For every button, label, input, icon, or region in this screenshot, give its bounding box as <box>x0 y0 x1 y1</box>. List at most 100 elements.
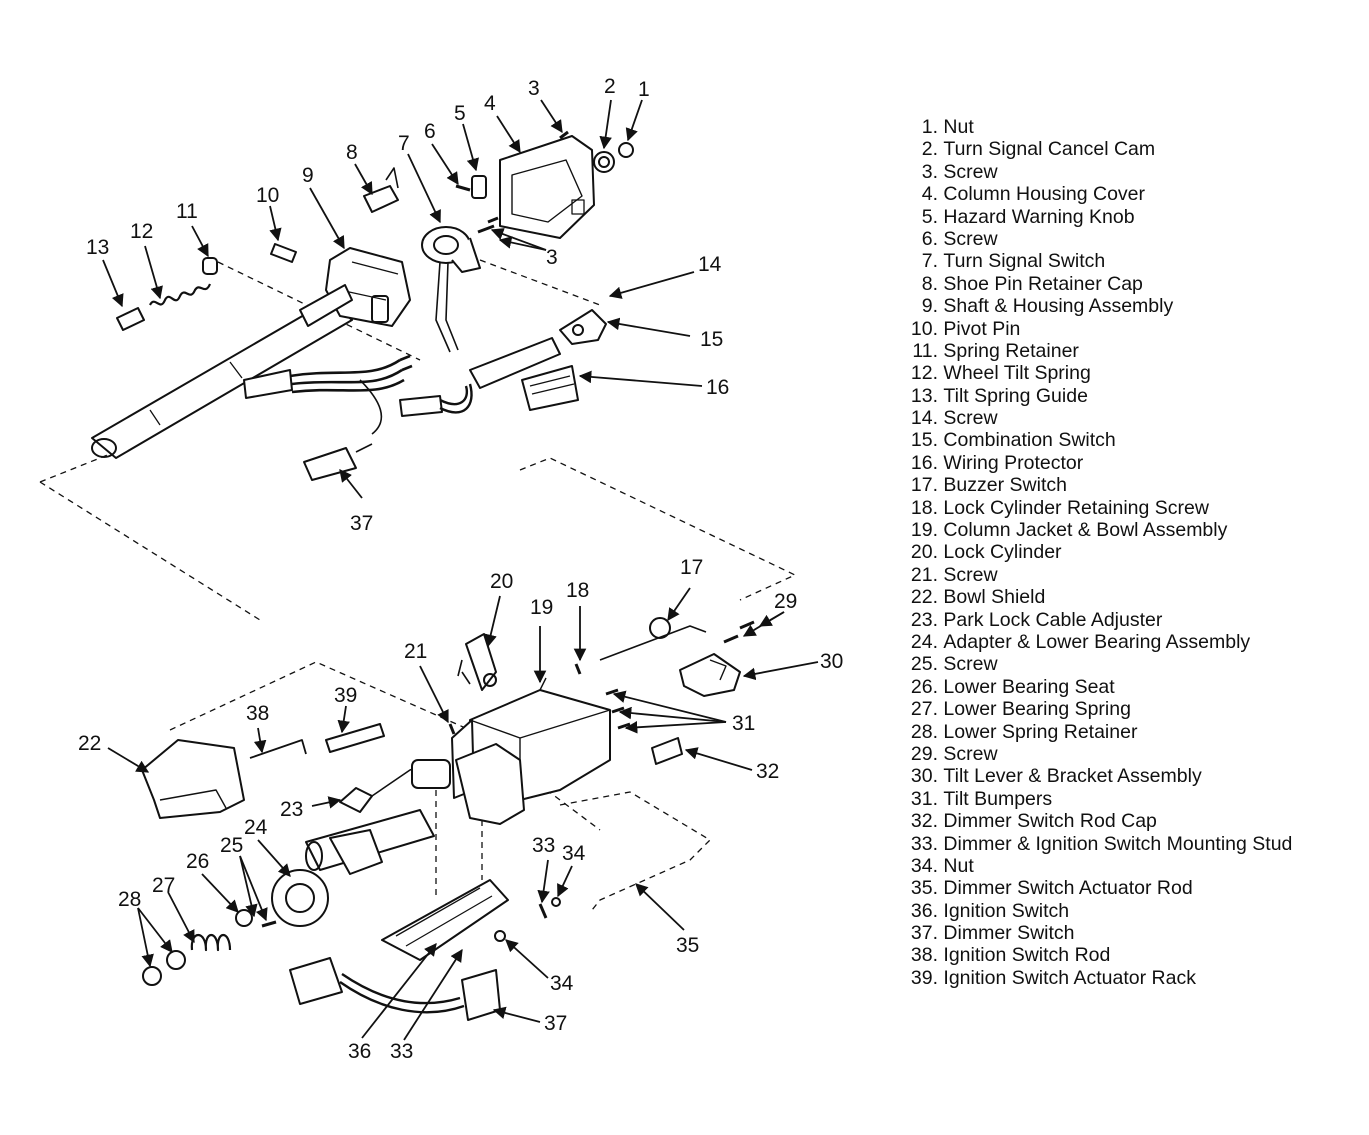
legend-item-name: Screw <box>943 563 998 586</box>
leader-lines <box>102 99 819 1041</box>
legend-item-name: Nut <box>943 116 974 138</box>
legend-item: 9. Shaft & Housing Assembly <box>902 295 1362 317</box>
legend-item-number: 13. <box>910 384 938 407</box>
legend-item-name: Adapter & Lower Bearing Assembly <box>943 630 1251 653</box>
legend-item-number: 11. <box>912 339 938 362</box>
legend-item: 13. Tilt Spring Guide <box>902 385 1362 407</box>
legend-item-number: 9. <box>921 295 938 318</box>
legend-item: 8. Shoe Pin Retainer Cap <box>902 273 1362 295</box>
callout-25: 25 <box>220 834 243 857</box>
callout-37-lower: 37 <box>544 1012 567 1035</box>
callout-27: 27 <box>152 874 175 897</box>
legend-item: 33. Dimmer & Ignition Switch Mounting St… <box>902 833 1362 855</box>
legend-item: 36. Ignition Switch <box>902 900 1362 922</box>
legend-item-number: 20. <box>910 541 938 564</box>
legend-item: 3. Screw <box>902 161 1362 183</box>
legend-item-number: 4. <box>921 183 938 206</box>
callout-19: 19 <box>530 596 553 619</box>
legend-item: 4. Column Housing Cover <box>902 183 1362 205</box>
legend-item-number: 7. <box>921 250 938 273</box>
callout-31: 31 <box>732 712 755 735</box>
legend-item-number: 3. <box>921 160 938 183</box>
legend-item-name: Screw <box>943 742 998 765</box>
legend-item-number: 17. <box>910 474 938 497</box>
callout-33-lower: 33 <box>390 1040 413 1063</box>
legend-item-number: 24. <box>910 630 938 653</box>
legend-item: 32. Dimmer Switch Rod Cap <box>902 810 1362 832</box>
legend-item-name: Wiring Protector <box>943 451 1084 474</box>
legend-item-name: Buzzer Switch <box>943 474 1067 497</box>
callout-20: 20 <box>490 570 513 593</box>
legend-item: 22. Bowl Shield <box>902 586 1362 608</box>
legend-item: 15. Combination Switch <box>902 429 1362 451</box>
legend-item-number: 33. <box>910 832 938 855</box>
legend-item-number: 21. <box>910 563 938 586</box>
legend-item-name: Screw <box>943 227 998 250</box>
legend-item-name: Screw <box>943 407 998 430</box>
legend-item-name: Turn Signal Cancel Cam <box>943 138 1156 161</box>
callout-18: 18 <box>566 579 589 602</box>
legend-item-name: Spring Retainer <box>943 339 1079 362</box>
legend-item-name: Dimmer Switch <box>943 922 1075 945</box>
legend-item-name: Screw <box>943 653 998 676</box>
legend-item: 2. Turn Signal Cancel Cam <box>902 138 1362 160</box>
callout-29: 29 <box>774 590 797 613</box>
legend-item-number: 29. <box>910 742 938 765</box>
callout-16: 16 <box>706 376 729 399</box>
callout-9: 9 <box>302 164 314 187</box>
legend-item: 6. Screw <box>902 228 1362 250</box>
legend-item-name: Shaft & Housing Assembly <box>943 295 1174 318</box>
legend-item-number: 16. <box>910 451 938 474</box>
legend-item: 1. Nut <box>902 116 1362 138</box>
legend-item: 38. Ignition Switch Rod <box>902 944 1362 966</box>
legend-item: 11. Spring Retainer <box>902 340 1362 362</box>
legend-item-number: 6. <box>921 227 938 250</box>
legend-item-name: Tilt Lever & Bracket Assembly <box>943 765 1202 788</box>
legend-item-name: Lower Bearing Spring <box>943 698 1131 721</box>
legend-item-name: Turn Signal Switch <box>943 250 1106 273</box>
legend-item-number: 34. <box>910 854 938 877</box>
legend-item: 37. Dimmer Switch <box>902 922 1362 944</box>
legend-item-number: 28. <box>910 720 938 743</box>
callout-labels: 1 2 3 3 4 5 6 7 8 9 10 11 12 13 14 15 16… <box>78 75 843 1063</box>
legend-item-name: Dimmer Switch Actuator Rod <box>943 877 1193 900</box>
callout-30: 30 <box>820 650 843 673</box>
upper-column-drawing <box>39 130 634 621</box>
callout-5: 5 <box>454 102 466 125</box>
legend-item-name: Dimmer & Ignition Switch Mounting Stud <box>943 832 1293 855</box>
legend-item: 31. Tilt Bumpers <box>902 788 1362 810</box>
legend-item-name: Column Housing Cover <box>943 183 1146 206</box>
legend-item-number: 10. <box>910 317 938 340</box>
legend-item-name: Nut <box>943 854 974 877</box>
legend-item-number: 19. <box>910 519 938 542</box>
legend-item-name: Lock Cylinder Retaining Screw <box>943 496 1209 519</box>
legend-item: 35. Dimmer Switch Actuator Rod <box>902 877 1362 899</box>
legend-item-name: Bowl Shield <box>943 586 1046 609</box>
legend-item-name: Ignition Switch Rod <box>943 944 1111 967</box>
legend-item-number: 32. <box>910 810 938 833</box>
callout-38: 38 <box>246 702 269 725</box>
callout-12: 12 <box>130 220 153 243</box>
legend-item: 29. Screw <box>902 743 1362 765</box>
legend-item-number: 35. <box>910 877 938 900</box>
legend-item-number: 1. <box>921 116 938 138</box>
legend-item-number: 14. <box>910 407 938 430</box>
legend-item: 25. Screw <box>902 653 1362 675</box>
callout-37-upper: 37 <box>350 512 373 535</box>
callout-28: 28 <box>118 888 141 911</box>
legend-item: 19. Column Jacket & Bowl Assembly <box>902 519 1362 541</box>
legend-item: 26. Lower Bearing Seat <box>902 676 1362 698</box>
callout-7: 7 <box>398 132 410 155</box>
callout-13: 13 <box>86 236 109 259</box>
callout-10: 10 <box>256 184 279 207</box>
legend-item-number: 2. <box>921 138 938 161</box>
callout-32: 32 <box>756 760 779 783</box>
legend-item-name: Dimmer Switch Rod Cap <box>943 810 1157 833</box>
callout-8: 8 <box>346 141 358 164</box>
legend-item-name: Pivot Pin <box>943 317 1021 340</box>
callout-21: 21 <box>404 640 427 663</box>
legend-item: 14. Screw <box>902 407 1362 429</box>
legend-item: 39. Ignition Switch Actuator Rack <box>902 967 1362 989</box>
legend-item: 24. Adapter & Lower Bearing Assembly <box>902 631 1362 653</box>
